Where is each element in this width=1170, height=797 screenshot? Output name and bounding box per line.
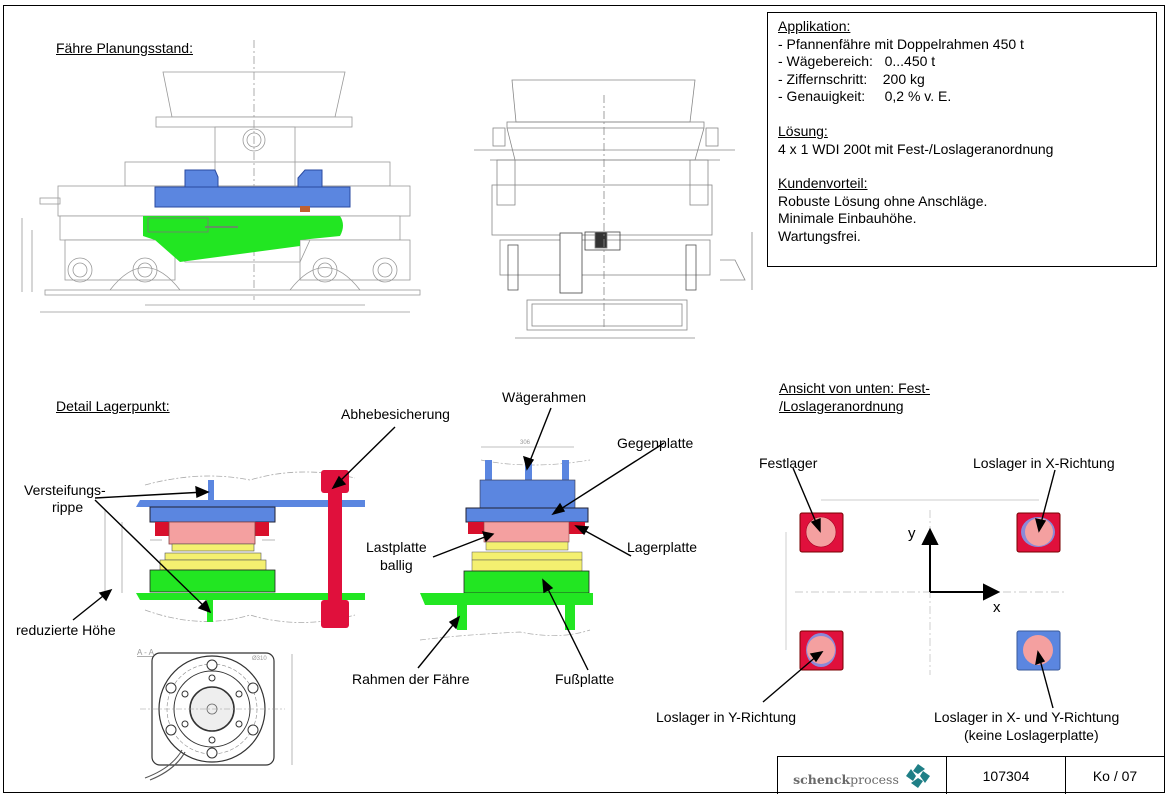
company-logo: schenckprocess — [778, 757, 947, 794]
logo-text-rest: process — [850, 772, 899, 787]
heading-detail: Detail Lagerpunkt: — [56, 398, 170, 414]
solution-line: 4 x 1 WDI 200t mit Fest-/Loslageranordnu… — [778, 140, 1054, 157]
benefit-line: Wartungsfrei. — [778, 227, 861, 244]
heading-bottom-view-2: /Loslageranordnung — [779, 398, 904, 414]
label-load-plate-1: Lastplatte — [366, 539, 427, 555]
logo-icon — [905, 763, 930, 788]
label-fixed-bearing: Festlager — [759, 455, 818, 471]
logo-text-bold: schenck — [793, 772, 851, 787]
axis-y-label: y — [908, 525, 916, 542]
label-loose-x: Loslager in X-Richtung — [973, 455, 1115, 471]
label-bearing-plate: Lagerplatte — [627, 539, 698, 555]
solution-title: Lösung: — [778, 122, 828, 139]
title-block: schenckprocess 107304 Ko / 07 — [777, 756, 1164, 794]
label-stiffening-rib-1: Versteifungs- — [24, 482, 106, 498]
section-a-a-view: A - A Ø310 — [137, 648, 293, 781]
benefit-title: Kundenvorteil: — [778, 175, 868, 192]
axis-x-label: x — [993, 599, 1001, 616]
application-title: Applikation: — [778, 18, 851, 34]
label-reduced-height: reduzierte Höhe — [16, 622, 116, 638]
application-line: - Wägebereich: 0...450 t — [778, 53, 936, 70]
label-load-plate-2: ballig — [380, 557, 413, 573]
section-label: A - A — [137, 648, 155, 657]
benefit-line: Minimale Einbauhöhe. — [778, 210, 917, 227]
label-loose-xy-2: (keine Loslagerplatte) — [964, 727, 1099, 743]
bearing-detail-front: 306 — [417, 407, 665, 671]
heading-planning: Fähre Planungsstand: — [56, 40, 193, 56]
application-info-box: Applikation: - Pfannenfähre mit Doppelra… — [767, 12, 1157, 267]
application-line: - Genauigkeit: 0,2 % v. E. — [778, 88, 952, 105]
label-foot-plate: Fußplatte — [555, 671, 615, 687]
application-line: - Ziffernschritt: 200 kg — [778, 70, 925, 87]
label-lift-protection: Abhebesicherung — [341, 406, 450, 422]
heading-bottom-view-1: Ansicht von unten: Fest- — [779, 380, 930, 396]
dim-306: 306 — [520, 440, 531, 446]
label-weigh-frame: Wägerahmen — [502, 389, 587, 405]
label-loose-xy-1: Loslager in X- und Y-Richtung — [934, 709, 1120, 725]
application-line: - Pfannenfähre mit Doppelrahmen 450 t — [778, 35, 1024, 52]
ferry-side-view — [21, 40, 421, 313]
benefit-line: Robuste Lösung ohne Anschläge. — [778, 192, 988, 209]
label-ferry-frame: Rahmen der Fähre — [352, 671, 470, 687]
bearing-detail-section — [72, 426, 396, 628]
dim-diameter: Ø310 — [252, 656, 267, 662]
label-counter-plate: Gegenplatte — [617, 435, 694, 451]
ferry-front-view — [474, 79, 753, 339]
revision: Ko / 07 — [1092, 767, 1138, 784]
label-stiffening-rib-2: rippe — [52, 499, 84, 515]
drawing-number: 107304 — [947, 757, 1066, 794]
drawing-frame — [3, 5, 1165, 793]
label-loose-y: Loslager in Y-Richtung — [656, 709, 797, 725]
